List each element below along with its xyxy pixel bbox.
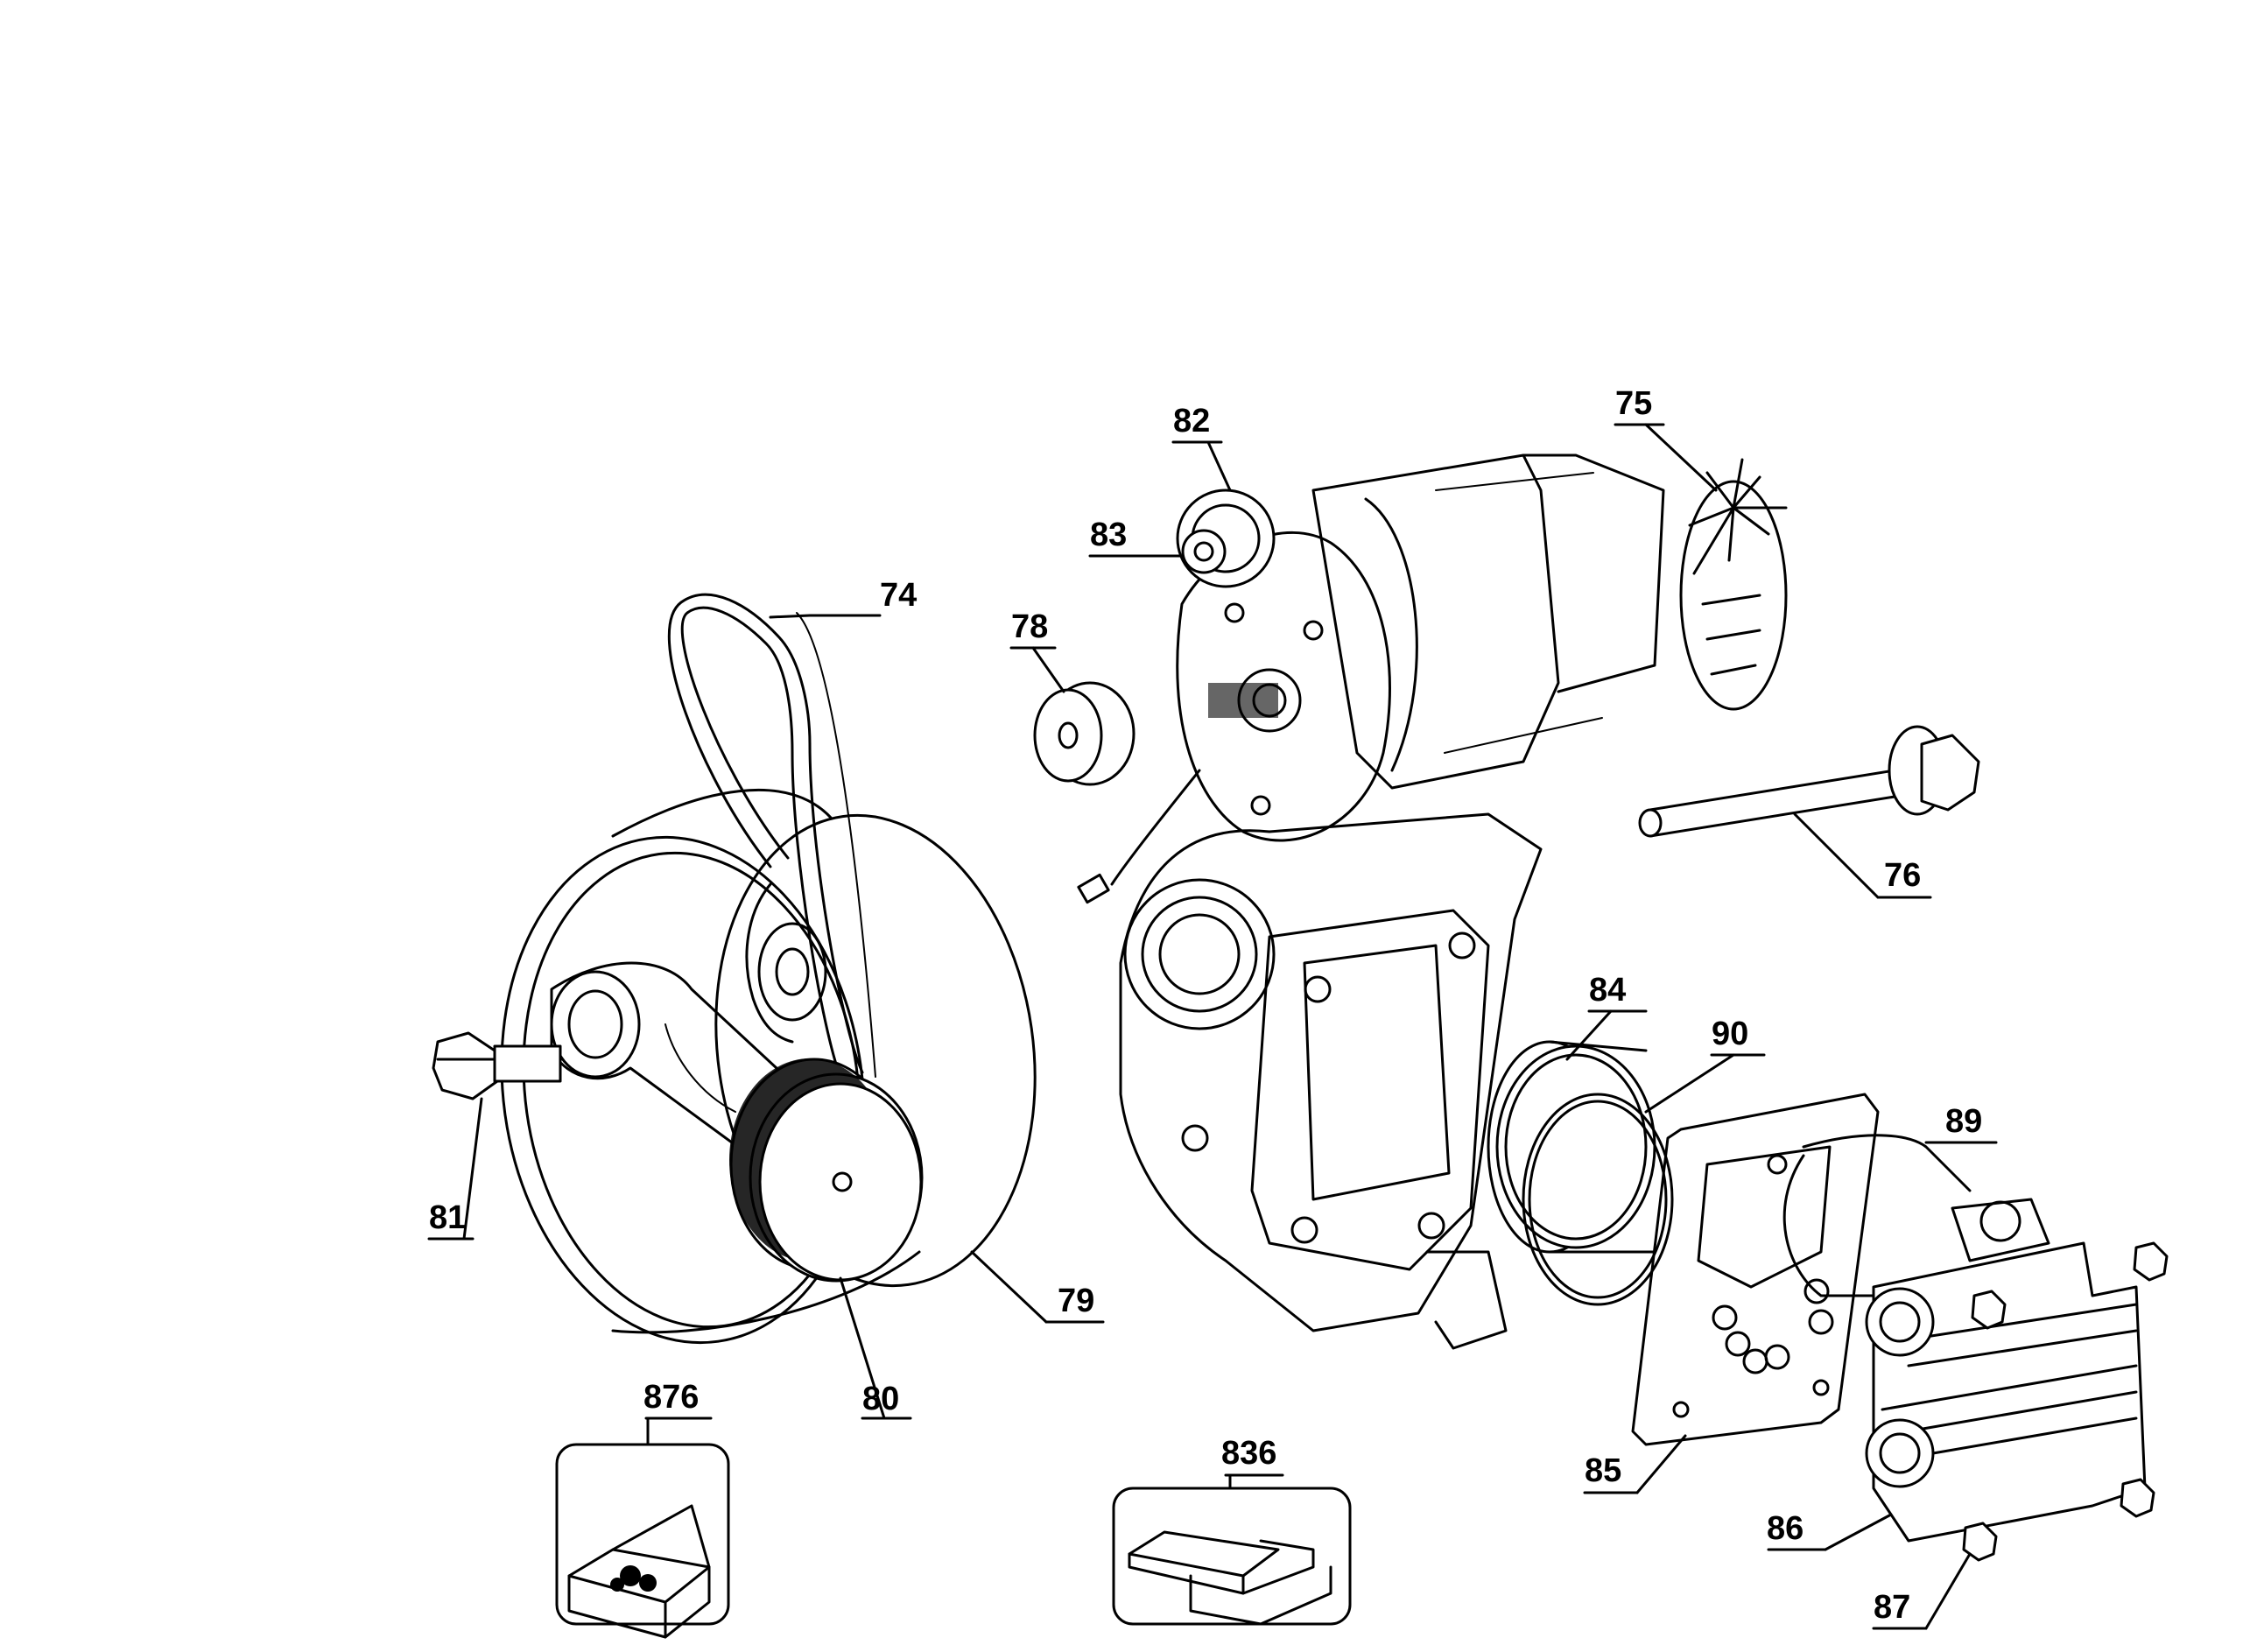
callout-876: 876 <box>643 1379 699 1416</box>
leader-lines <box>427 423 1998 1630</box>
hardware-kit-836-part <box>1112 1487 1352 1626</box>
callout-81: 81 <box>429 1199 466 1236</box>
callout-74: 74 <box>880 577 917 614</box>
callout-85: 85 <box>1585 1452 1621 1489</box>
wire-89-part <box>1782 1134 1972 1297</box>
motor-pulley-part <box>729 1058 924 1283</box>
callout-89: 89 <box>1945 1103 1982 1140</box>
callout-84: 84 <box>1589 972 1626 1009</box>
callout-76: 76 <box>1884 857 1921 894</box>
motor-assembly-part <box>1077 453 1788 904</box>
callout-83: 83 <box>1090 517 1127 553</box>
callout-79: 79 <box>1058 1283 1094 1319</box>
callout-75: 75 <box>1615 385 1652 422</box>
callout-80: 80 <box>862 1381 899 1417</box>
callout-labels: 74 75 76 78 79 80 81 82 83 84 85 86 87 8… <box>429 385 1982 1626</box>
valve-plate-part <box>1631 1093 1880 1446</box>
cylinder-sleeve-part <box>1487 1040 1656 1254</box>
callout-78: 78 <box>1011 608 1048 645</box>
o-ring-part <box>1522 1093 1674 1306</box>
rod-76-part <box>1638 725 1980 838</box>
bolt-81-part <box>432 1031 562 1100</box>
head-bolts-part <box>1962 1241 2169 1562</box>
cylinder-head-part <box>1865 1198 2147 1543</box>
crankcase-part <box>1119 812 1543 1350</box>
callout-836: 836 <box>1221 1435 1276 1472</box>
callout-82: 82 <box>1173 403 1210 439</box>
callout-87: 87 <box>1874 1589 1910 1626</box>
hardware-kit-876-part <box>555 1443 730 1639</box>
callout-90: 90 <box>1712 1016 1748 1052</box>
flywheel-pulley-part <box>500 789 1037 1345</box>
drive-belt-part <box>667 593 876 1079</box>
callout-86: 86 <box>1767 1510 1803 1547</box>
spacer-78-part <box>1033 681 1136 786</box>
connecting-rod-part <box>550 961 816 1166</box>
